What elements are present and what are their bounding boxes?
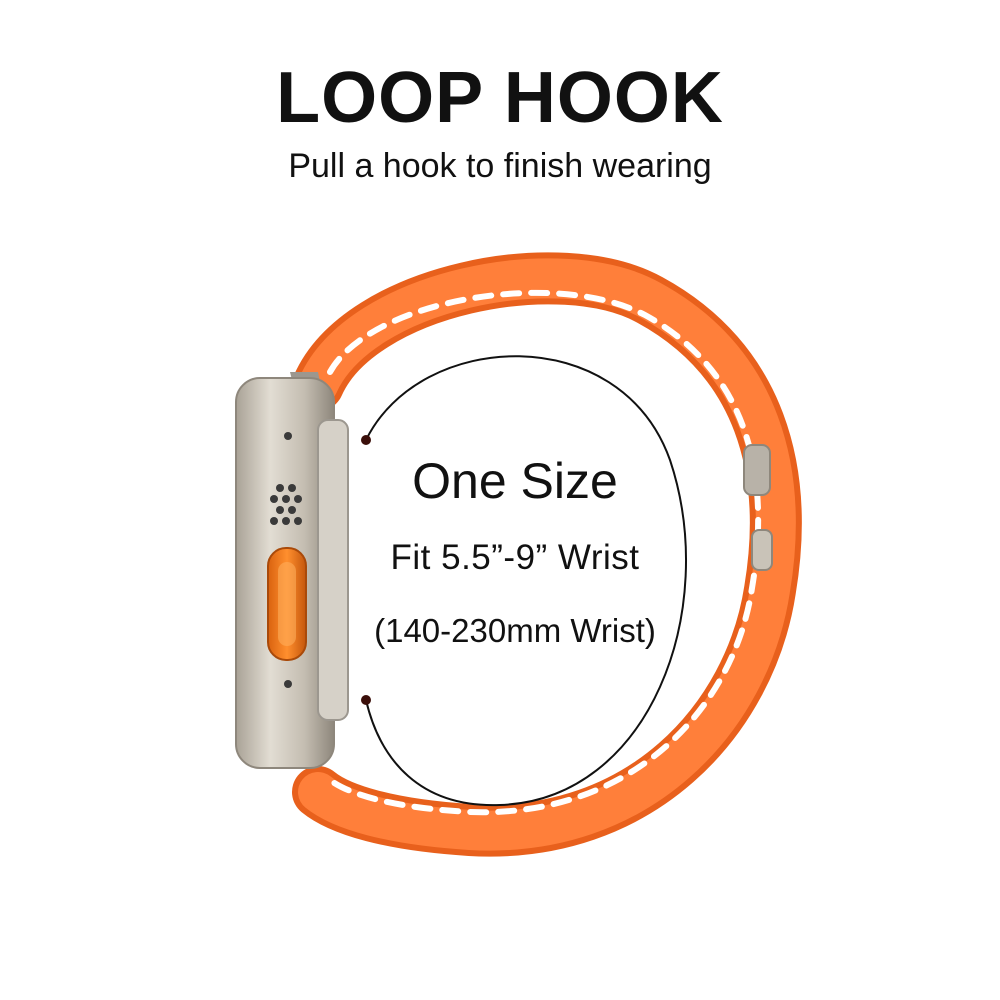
page-subtitle: Pull a hook to finish wearing <box>288 147 712 185</box>
size-title: One Size <box>412 453 618 509</box>
size-fit-mm: (140-230mm Wrist) <box>374 612 656 649</box>
loop-band-image <box>292 252 802 857</box>
page-title: LOOP HOOK <box>276 58 724 138</box>
size-fit-inches: Fit 5.5”-9” Wrist <box>390 538 640 577</box>
